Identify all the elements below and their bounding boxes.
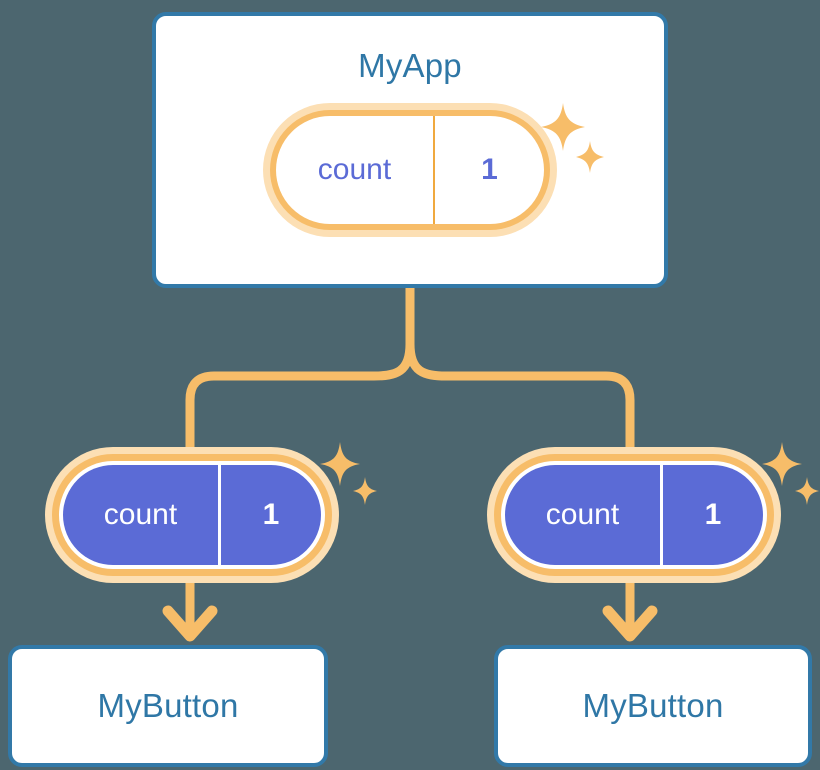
component-title: MyButton [97,687,239,724]
state-key-label: count [545,498,620,531]
arrow-down-icon-left [162,605,218,642]
pill-body: count 1 [276,116,544,224]
component-card-mybutton-left[interactable]: MyButton [8,645,328,767]
state-value-label: 1 [433,116,544,224]
page-title: MyApp [358,47,462,84]
state-key-label: count [103,498,178,531]
state-pill-myapp[interactable]: count 1 [263,103,557,237]
state-value-label: 1 [660,465,763,565]
pill-body: count 1 [505,465,763,565]
arrow-down-icon-right [602,605,658,642]
state-pill-right[interactable]: count 1 [487,447,781,583]
pill-body: count 1 [63,465,321,565]
component-title: MyButton [582,687,724,724]
component-card-mybutton-right[interactable]: MyButton [494,645,812,767]
state-value-label: 1 [218,465,321,565]
state-pill-left[interactable]: count 1 [45,447,339,583]
state-key-label: count [317,153,392,186]
connector-branch-right [405,339,635,457]
connector-branch-left [185,339,415,457]
